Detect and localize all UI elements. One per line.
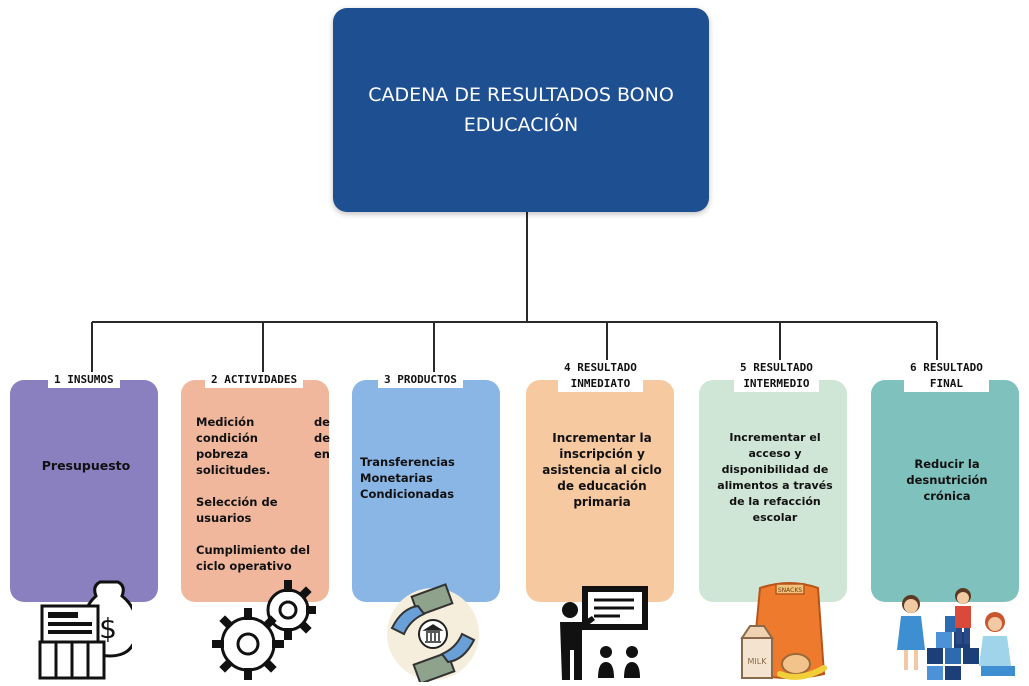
text-resultado-intermedio: Incrementar el acceso y disponibilidad d… bbox=[712, 430, 838, 526]
svg-text:MILK: MILK bbox=[748, 657, 768, 666]
card-resultado-inmediato bbox=[526, 380, 674, 602]
text-actividades-2: Selección de usuarios bbox=[196, 495, 278, 525]
card-resultado-intermedio bbox=[699, 380, 847, 602]
title-line-1: CADENA DE RESULTADOS BONO bbox=[368, 84, 674, 106]
card-actividades bbox=[181, 380, 329, 602]
label-resultado-final: 6 RESULTADO FINAL bbox=[904, 360, 989, 392]
label-final-line1: 6 RESULTADO bbox=[910, 361, 983, 374]
text-actividades: Medición de condición de pobreza en soli… bbox=[196, 414, 330, 574]
title-line-2: EDUCACIÓN bbox=[463, 114, 579, 136]
text-insumos: Presupuesto bbox=[30, 458, 142, 474]
gears-icon bbox=[212, 580, 316, 680]
label-productos-line1: 3 PRODUCTOS bbox=[384, 373, 457, 386]
svg-text:$: $ bbox=[99, 612, 117, 645]
label-inmediato-line1: 4 RESULTADO bbox=[564, 361, 637, 374]
text-inmediato-1: Incrementar la inscripción y asistencia … bbox=[542, 431, 662, 509]
label-intermedio-line2: INTERMEDIO bbox=[743, 377, 810, 390]
label-final-line2: FINAL bbox=[929, 377, 963, 390]
label-inmediato-line2: INMEDIATO bbox=[570, 377, 631, 390]
card-resultado-final bbox=[871, 380, 1019, 602]
text-productos-1: Transferencias Monetarias Condicionadas bbox=[360, 455, 455, 501]
money-transfer-icon bbox=[387, 583, 479, 682]
title-box: CADENA DE RESULTADOS BONO EDUCACIÓN bbox=[333, 8, 709, 212]
snack-bag-icon: SNACKS MILK bbox=[740, 582, 827, 680]
card-productos bbox=[352, 380, 500, 602]
label-insumos-line1: 1 INSUMOS bbox=[54, 373, 114, 386]
card-insumos bbox=[10, 380, 158, 602]
text-resultado-inmediato: Incrementar la inscripción y asistencia … bbox=[540, 430, 664, 510]
text-insumos-1: Presupuesto bbox=[41, 458, 131, 473]
text-actividades-1: Medición de condición de pobreza en soli… bbox=[196, 415, 330, 477]
money-register-icon: $ bbox=[38, 580, 132, 680]
label-resultado-intermedio: 5 RESULTADO INTERMEDIO bbox=[734, 360, 819, 392]
label-intermedio-line1: 5 RESULTADO bbox=[740, 361, 813, 374]
label-actividades-line1: 2 ACTIVIDADES bbox=[211, 373, 298, 386]
children-playing-icon bbox=[897, 588, 1015, 680]
text-actividades-3: Cumplimiento del ciclo operativo bbox=[196, 543, 311, 573]
text-resultado-final: Reducir la desnutrición crónica bbox=[882, 456, 1012, 504]
label-resultado-inmediato: 4 RESULTADO INMEDIATO bbox=[558, 360, 643, 392]
text-productos: Transferencias Monetarias Condicionadas bbox=[360, 454, 496, 502]
label-actividades: 2 ACTIVIDADES bbox=[205, 372, 304, 388]
teacher-classroom-icon bbox=[560, 586, 648, 680]
text-final-1: Reducir la desnutrición crónica bbox=[906, 457, 988, 503]
svg-text:SNACKS: SNACKS bbox=[778, 587, 802, 594]
label-insumos: 1 INSUMOS bbox=[48, 372, 120, 388]
label-productos: 3 PRODUCTOS bbox=[378, 372, 463, 388]
text-intermedio-1: Incrementar el acceso y disponibilidad d… bbox=[717, 431, 833, 524]
